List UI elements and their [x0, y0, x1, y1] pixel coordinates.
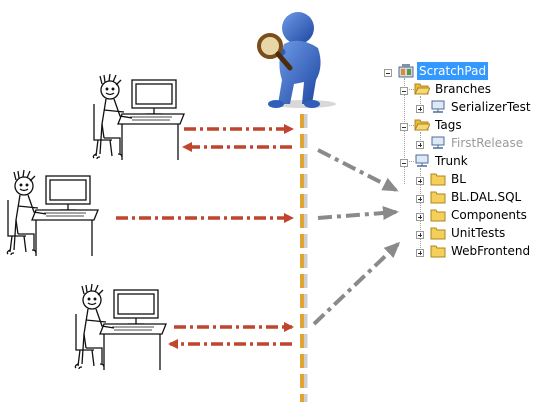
repository-icon — [398, 64, 414, 78]
sync-arrow-middle — [317, 206, 399, 220]
tags-collapse-toggle[interactable] — [400, 123, 408, 131]
folder-icon — [430, 173, 446, 186]
developer-3-sketch — [74, 283, 167, 371]
folder-icon — [430, 191, 446, 204]
serializertest-expand-toggle[interactable] — [416, 105, 424, 113]
server-icon — [431, 100, 445, 113]
tree-node-label: BL — [451, 172, 466, 186]
root-collapse-toggle[interactable] — [384, 69, 392, 77]
tree-node-label: SerializerTest — [451, 100, 531, 114]
repository-tree: ScratchPad Branches SerializerTest Tags — [384, 60, 542, 270]
tree-node-label: FirstRelease — [451, 136, 524, 150]
unittests-expand-toggle[interactable] — [416, 231, 424, 239]
server-icon — [415, 154, 429, 167]
developer-1-sketch — [92, 73, 185, 160]
inspector-magnifier-figure — [257, 12, 336, 108]
bl-dal-sql-expand-toggle[interactable] — [416, 195, 424, 203]
tree-node-label: Tags — [435, 118, 462, 132]
webfrontend-expand-toggle[interactable] — [416, 249, 424, 257]
bl-expand-toggle[interactable] — [416, 177, 424, 185]
tree-node-label: Components — [451, 208, 527, 222]
tree-node-label: ScratchPad — [417, 62, 489, 80]
tree-node-label: Trunk — [435, 154, 468, 168]
sync-arrow-bottom — [312, 241, 401, 326]
folder-icon — [430, 209, 446, 222]
tree-node-label: UnitTests — [451, 226, 506, 240]
open-folder-icon — [414, 119, 430, 131]
developer-2-sketch — [6, 169, 99, 257]
folder-icon — [430, 245, 446, 258]
folder-icon — [430, 227, 446, 240]
components-expand-toggle[interactable] — [416, 213, 424, 221]
trunk-collapse-toggle[interactable] — [400, 159, 408, 167]
open-folder-icon — [414, 83, 430, 95]
server-icon — [431, 136, 445, 149]
tree-node-label: WebFrontend — [451, 244, 531, 258]
tree-node-label: Branches — [435, 82, 491, 96]
firstrelease-expand-toggle[interactable] — [416, 141, 424, 149]
branches-collapse-toggle[interactable] — [400, 87, 408, 95]
tree-node-label: BL.DAL.SQL — [451, 190, 522, 204]
